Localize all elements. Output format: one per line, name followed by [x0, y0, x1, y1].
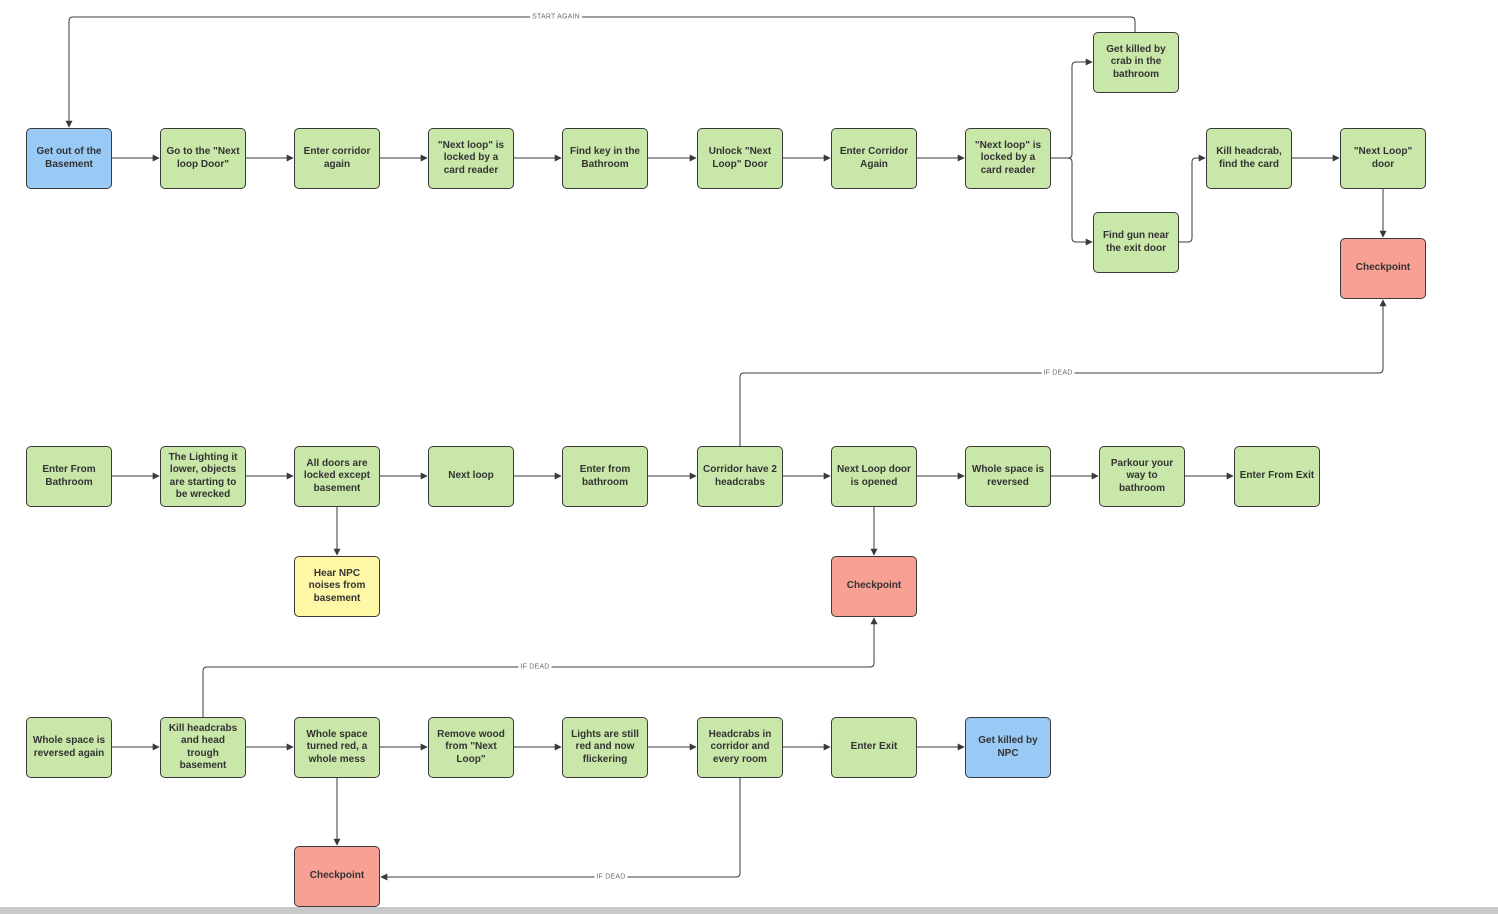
node-label: "Next loop" is locked by a card reader: [974, 139, 1042, 176]
node-label: Next loop: [448, 470, 494, 482]
node-remove-wood[interactable]: Remove wood from "Next Loop": [428, 717, 514, 778]
node-lighting-lower[interactable]: The Lighting it lower, objects are start…: [160, 446, 246, 507]
node-checkpoint-3[interactable]: Checkpoint: [294, 846, 380, 907]
node-next-loop-door[interactable]: "Next Loop" door: [1340, 128, 1426, 189]
edge-start-again[interactable]: [65, 16, 1136, 128]
node-label: Next Loop door is opened: [837, 464, 911, 488]
node-label: Enter from bathroom: [579, 464, 631, 488]
node-next-loop-locked-2[interactable]: "Next loop" is locked by a card reader: [965, 128, 1051, 189]
node-checkpoint-1[interactable]: Checkpoint: [1340, 238, 1426, 299]
node-label: Whole space is reversed: [971, 464, 1045, 488]
node-corridor-2-headcrabs[interactable]: Corridor have 2 headcrabs: [697, 446, 783, 507]
node-label: Find gun near the exit door: [1102, 230, 1170, 254]
node-enter-corridor-again[interactable]: Enter corridor again: [294, 128, 380, 189]
node-label: Whole space is reversed again: [32, 735, 106, 759]
node-label: Get out of the Basement: [36, 146, 102, 170]
node-kill-headcrab-card[interactable]: Kill headcrab, find the card: [1206, 128, 1292, 189]
edge-label-if-dead-1: IF DEAD: [1041, 369, 1075, 377]
node-label: Corridor have 2 headcrabs: [703, 464, 777, 488]
node-parkour-bathroom[interactable]: Parkour your way to bathroom: [1099, 446, 1185, 507]
node-label: Checkpoint: [846, 580, 902, 592]
edge-label-start-again: START AGAIN: [530, 13, 582, 21]
node-enter-from-bathroom[interactable]: Enter From Bathroom: [26, 446, 112, 507]
node-label: Enter From Bathroom: [42, 464, 96, 488]
horizontal-scrollbar[interactable]: [0, 907, 1498, 914]
node-label: "Next Loop" door: [1353, 146, 1413, 170]
edge-label-if-dead-3: IF DEAD: [594, 873, 628, 881]
node-label: Remove wood from "Next Loop": [437, 728, 505, 765]
node-label: Get killed by crab in the bathroom: [1106, 43, 1166, 80]
node-label: The Lighting it lower, objects are start…: [168, 451, 238, 501]
node-label: Go to the "Next loop Door": [166, 146, 240, 170]
node-label: Checkpoint: [309, 870, 365, 882]
edge-label-if-dead-2: IF DEAD: [518, 663, 552, 671]
edge-branch-gun[interactable]: [1051, 157, 1093, 246]
node-unlock-next-loop-door[interactable]: Unlock "Next Loop" Door: [697, 128, 783, 189]
node-label: Checkpoint: [1355, 262, 1411, 274]
node-headcrabs-every-room[interactable]: Headcrabs in corridor and every room: [697, 717, 783, 778]
node-killed-by-crab[interactable]: Get killed by crab in the bathroom: [1093, 32, 1179, 93]
node-whole-space-reversed-again[interactable]: Whole space is reversed again: [26, 717, 112, 778]
node-hear-npc[interactable]: Hear NPC noises from basement: [294, 556, 380, 617]
node-label: Hear NPC noises from basement: [308, 567, 366, 604]
edge-gun-to-kill[interactable]: [1179, 154, 1206, 243]
node-enter-exit[interactable]: Enter Exit: [831, 717, 917, 778]
node-find-key-bathroom[interactable]: Find key in the Bathroom: [562, 128, 648, 189]
node-whole-space-red[interactable]: Whole space turned red, a whole mess: [294, 717, 380, 778]
node-label: Enter From Exit: [1239, 470, 1315, 482]
edge-if-dead-3[interactable]: [380, 778, 741, 881]
node-label: Find key in the Bathroom: [569, 146, 640, 170]
node-label: All doors are locked except basement: [303, 457, 371, 494]
node-whole-space-reversed[interactable]: Whole space is reversed: [965, 446, 1051, 507]
node-next-loop-locked[interactable]: "Next loop" is locked by a card reader: [428, 128, 514, 189]
node-get-out-basement[interactable]: Get out of the Basement: [26, 128, 112, 189]
node-lights-red[interactable]: Lights are still red and now flickering: [562, 717, 648, 778]
edge-branch-crab[interactable]: [1051, 58, 1093, 159]
node-enter-from-bathroom-2[interactable]: Enter from bathroom: [562, 446, 648, 507]
node-enter-from-exit[interactable]: Enter From Exit: [1234, 446, 1320, 507]
node-label: Get killed by NPC: [978, 735, 1038, 759]
node-label: Kill headcrab, find the card: [1216, 146, 1282, 170]
node-go-to-next-loop-door[interactable]: Go to the "Next loop Door": [160, 128, 246, 189]
node-label: Lights are still red and now flickering: [571, 728, 639, 765]
node-enter-corridor-again-2[interactable]: Enter Corridor Again: [831, 128, 917, 189]
node-label: "Next loop" is locked by a card reader: [437, 139, 505, 176]
node-label: Enter Exit: [850, 741, 898, 753]
node-next-loop[interactable]: Next loop: [428, 446, 514, 507]
node-label: Enter corridor again: [303, 146, 371, 170]
node-label: Unlock "Next Loop" Door: [708, 146, 772, 170]
node-kill-headcrabs-basement[interactable]: Kill headcrabs and head trough basement: [160, 717, 246, 778]
node-label: Whole space turned red, a whole mess: [306, 728, 368, 765]
node-killed-by-npc[interactable]: Get killed by NPC: [965, 717, 1051, 778]
node-label: Headcrabs in corridor and every room: [708, 728, 772, 765]
node-label: Kill headcrabs and head trough basement: [168, 722, 238, 772]
node-find-gun-exit[interactable]: Find gun near the exit door: [1093, 212, 1179, 273]
node-all-doors-locked[interactable]: All doors are locked except basement: [294, 446, 380, 507]
node-label: Parkour your way to bathroom: [1110, 457, 1174, 494]
node-label: Enter Corridor Again: [839, 146, 909, 170]
node-checkpoint-2[interactable]: Checkpoint: [831, 556, 917, 617]
node-next-loop-door-opened[interactable]: Next Loop door is opened: [831, 446, 917, 507]
